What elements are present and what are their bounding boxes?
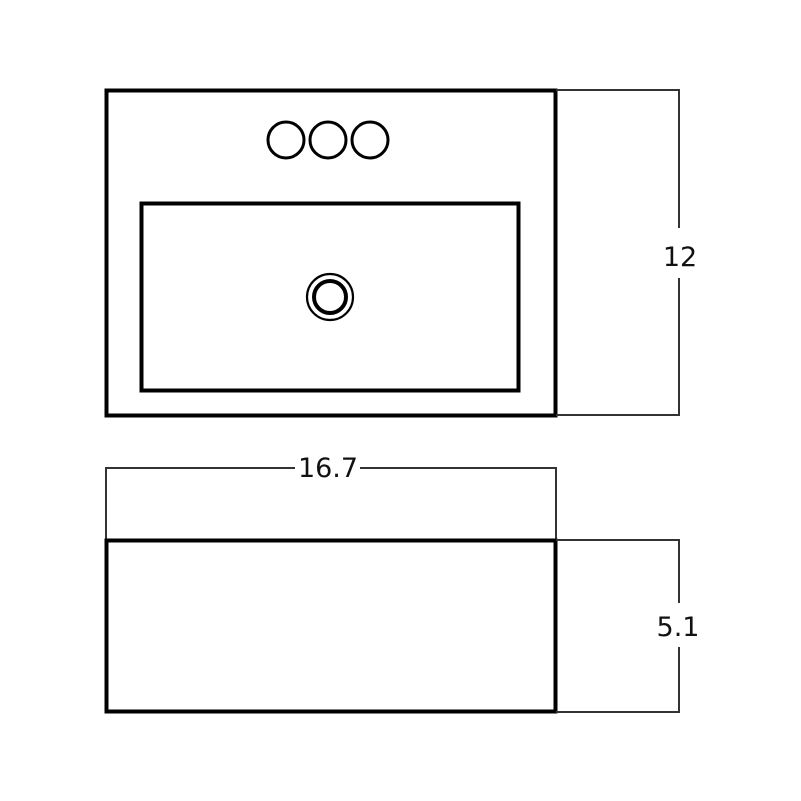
basin-outline <box>139 201 521 393</box>
faucet-hole-icon <box>266 120 306 160</box>
faucet-hole-icon <box>350 120 390 160</box>
side-view-outline <box>104 538 558 714</box>
faucet-holes <box>266 120 390 160</box>
width-label: 16.7 <box>298 453 358 484</box>
depth-label: 12 <box>663 242 697 273</box>
depth-dimension <box>556 89 680 416</box>
faucet-hole-icon <box>308 120 348 160</box>
width-dimension <box>105 467 557 540</box>
top-view-outer-outline <box>104 88 558 418</box>
drain-icon <box>305 272 355 322</box>
height-dimension <box>556 539 680 713</box>
height-label: 5.1 <box>657 612 700 643</box>
